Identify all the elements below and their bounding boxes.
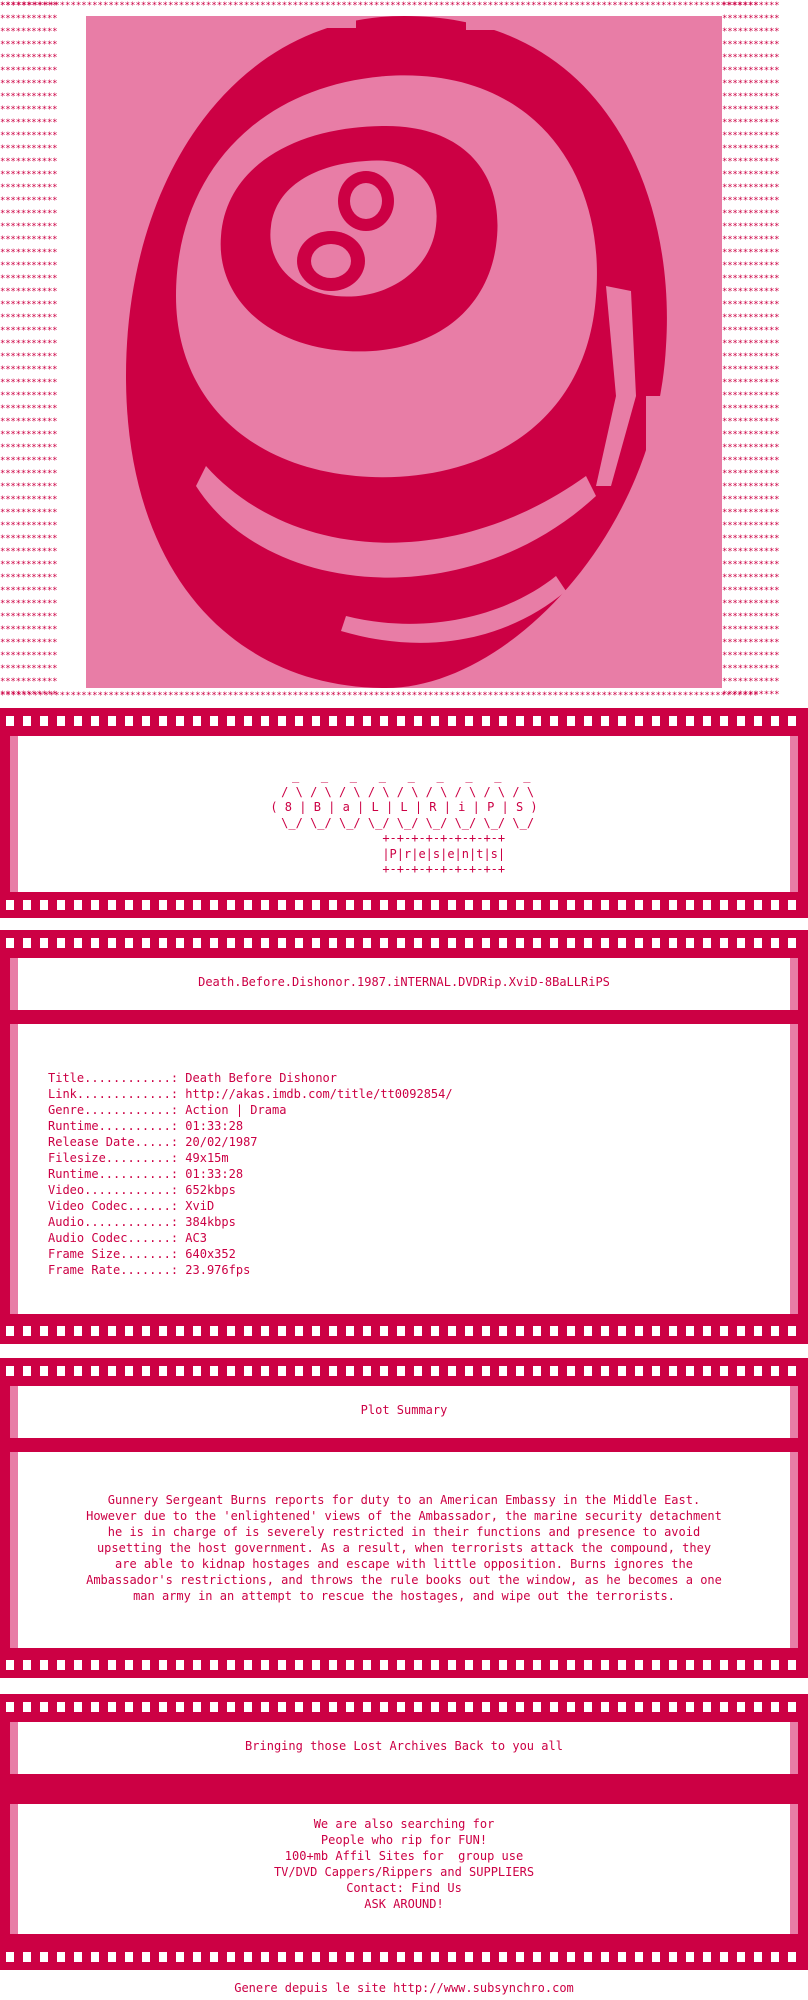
nfo-field-value: XviD bbox=[185, 1199, 215, 1213]
nfo-field-label: Genre............: bbox=[48, 1103, 186, 1117]
nfo-field-row: Audio............: 384kbps bbox=[48, 1214, 453, 1230]
film-sprocket-top bbox=[6, 1366, 802, 1376]
nfo-field-label: Audio Codec......: bbox=[48, 1231, 186, 1245]
plot-text: Gunnery Sergeant Burns reports for duty … bbox=[34, 1492, 774, 1604]
plot-text-card: Gunnery Sergeant Burns reports for duty … bbox=[10, 1452, 798, 1648]
eight-ball-icon bbox=[126, 16, 676, 688]
archives-panel: Bringing those Lost Archives Back to you… bbox=[0, 1694, 808, 1970]
nfo-field-row: Filesize.........: 49x15m bbox=[48, 1150, 453, 1166]
film-sprocket-bottom bbox=[6, 1660, 802, 1670]
nfo-details-list: Title............: Death Before Dishonor… bbox=[48, 1070, 453, 1278]
archives-line: We are also searching for bbox=[313, 1817, 495, 1831]
plot-summary-panel: Plot Summary Gunnery Sergeant Burns repo… bbox=[0, 1358, 808, 1678]
logo-card: _ _ _ _ _ _ _ _ _ / \ / \ / \ / \ / \ / … bbox=[10, 736, 798, 892]
nfo-field-label: Frame Size.......: bbox=[48, 1247, 186, 1261]
ascii-logo: _ _ _ _ _ _ _ _ _ / \ / \ / \ / \ / \ / … bbox=[270, 769, 538, 876]
archives-line: 100+mb Affil Sites for group use bbox=[284, 1849, 524, 1863]
nfo-field-row: Frame Rate.......: 23.976fps bbox=[48, 1262, 453, 1278]
plot-heading-card: Plot Summary bbox=[10, 1386, 798, 1438]
nfo-field-value: AC3 bbox=[185, 1231, 207, 1245]
film-sprocket-bottom bbox=[6, 1326, 802, 1336]
star-border-top: ****************************************… bbox=[0, 1, 759, 11]
nfo-field-label: Title............: bbox=[48, 1071, 186, 1085]
nfo-field-value: 23.976fps bbox=[185, 1263, 251, 1277]
nfo-field-row: Frame Size.......: 640x352 bbox=[48, 1246, 453, 1262]
plot-line: are able to kidnap hostages and escape w… bbox=[115, 1557, 693, 1571]
nfo-field-row: Genre............: Action | Drama bbox=[48, 1102, 453, 1118]
nfo-field-value: 49x15m bbox=[185, 1151, 229, 1165]
nfo-field-label: Runtime..........: bbox=[48, 1167, 186, 1181]
plot-line: he is in charge of is severely restricte… bbox=[107, 1525, 701, 1539]
nfo-details-card: Title............: Death Before Dishonor… bbox=[10, 1024, 798, 1314]
star-border-right: *********** *********** *********** ****… bbox=[722, 1, 780, 700]
release-name-card: Death.Before.Dishonor.1987.iNTERNAL.DVDR… bbox=[10, 958, 798, 1010]
archives-line: Contact: Find Us bbox=[346, 1881, 462, 1895]
nfo-field-value: Death Before Dishonor bbox=[185, 1071, 337, 1085]
nfo-field-label: Release Date.....: bbox=[48, 1135, 186, 1149]
ascii-art-banner: *********** *********** *********** ****… bbox=[0, 0, 808, 702]
eight-ball-art bbox=[86, 16, 722, 688]
archives-heading-card: Bringing those Lost Archives Back to you… bbox=[10, 1722, 798, 1774]
plot-line: upsetting the host government. As a resu… bbox=[96, 1541, 712, 1555]
nfo-field-value: http://akas.imdb.com/title/tt0092854/ bbox=[185, 1087, 453, 1101]
nfo-field-row: Link.............: http://akas.imdb.com/… bbox=[48, 1086, 453, 1102]
nfo-field-label: Audio............: bbox=[48, 1215, 186, 1229]
nfo-field-label: Frame Rate.......: bbox=[48, 1263, 186, 1277]
plot-line: However due to the 'enlightened' views o… bbox=[86, 1509, 722, 1523]
archives-line: ASK AROUND! bbox=[364, 1897, 444, 1911]
nfo-field-row: Audio Codec......: AC3 bbox=[48, 1230, 453, 1246]
nfo-field-label: Link.............: bbox=[48, 1087, 186, 1101]
plot-line: Ambassador's restrictions, and throws th… bbox=[86, 1573, 722, 1587]
nfo-field-label: Video............: bbox=[48, 1183, 186, 1197]
nfo-field-value: 640x352 bbox=[185, 1247, 236, 1261]
footer-credit: Genere depuis le site http://www.subsync… bbox=[234, 1981, 574, 1995]
plot-heading: Plot Summary bbox=[360, 1403, 448, 1417]
nfo-field-value: 01:33:28 bbox=[185, 1119, 244, 1133]
nfo-field-label: Runtime..........: bbox=[48, 1119, 186, 1133]
nfo-field-value: 01:33:28 bbox=[185, 1167, 244, 1181]
group-logo-panel: _ _ _ _ _ _ _ _ _ / \ / \ / \ / \ / \ / … bbox=[0, 708, 808, 918]
nfo-field-value: 384kbps bbox=[185, 1215, 236, 1229]
film-sprocket-bottom bbox=[6, 1952, 802, 1962]
film-sprocket-bottom bbox=[6, 900, 802, 910]
nfo-field-label: Filesize.........: bbox=[48, 1151, 186, 1165]
nfo-field-value: Action | Drama bbox=[185, 1103, 287, 1117]
release-info-panel: Death.Before.Dishonor.1987.iNTERNAL.DVDR… bbox=[0, 930, 808, 1344]
nfo-field-value: 20/02/1987 bbox=[185, 1135, 258, 1149]
archives-line: TV/DVD Cappers/Rippers and SUPPLIERS bbox=[273, 1865, 535, 1879]
nfo-field-row: Runtime..........: 01:33:28 bbox=[48, 1166, 453, 1182]
star-border-left: *********** *********** *********** ****… bbox=[0, 1, 58, 700]
nfo-field-row: Runtime..........: 01:33:28 bbox=[48, 1118, 453, 1134]
star-border-bottom: ****************************************… bbox=[0, 691, 759, 701]
film-sprocket-top bbox=[6, 938, 802, 948]
archives-line: People who rip for FUN! bbox=[320, 1833, 488, 1847]
film-sprocket-top bbox=[6, 1702, 802, 1712]
nfo-field-row: Video Codec......: XviD bbox=[48, 1198, 453, 1214]
nfo-field-row: Release Date.....: 20/02/1987 bbox=[48, 1134, 453, 1150]
release-name: Death.Before.Dishonor.1987.iNTERNAL.DVDR… bbox=[198, 975, 610, 989]
nfo-field-row: Video............: 652kbps bbox=[48, 1182, 453, 1198]
plot-line: Gunnery Sergeant Burns reports for duty … bbox=[107, 1493, 701, 1507]
film-sprocket-top bbox=[6, 716, 802, 726]
archives-heading: Bringing those Lost Archives Back to you… bbox=[245, 1739, 563, 1753]
plot-line: man army in an attempt to rescue the hos… bbox=[133, 1589, 675, 1603]
nfo-field-row: Title............: Death Before Dishonor bbox=[48, 1070, 453, 1086]
nfo-field-label: Video Codec......: bbox=[48, 1199, 186, 1213]
nfo-field-value: 652kbps bbox=[185, 1183, 236, 1197]
